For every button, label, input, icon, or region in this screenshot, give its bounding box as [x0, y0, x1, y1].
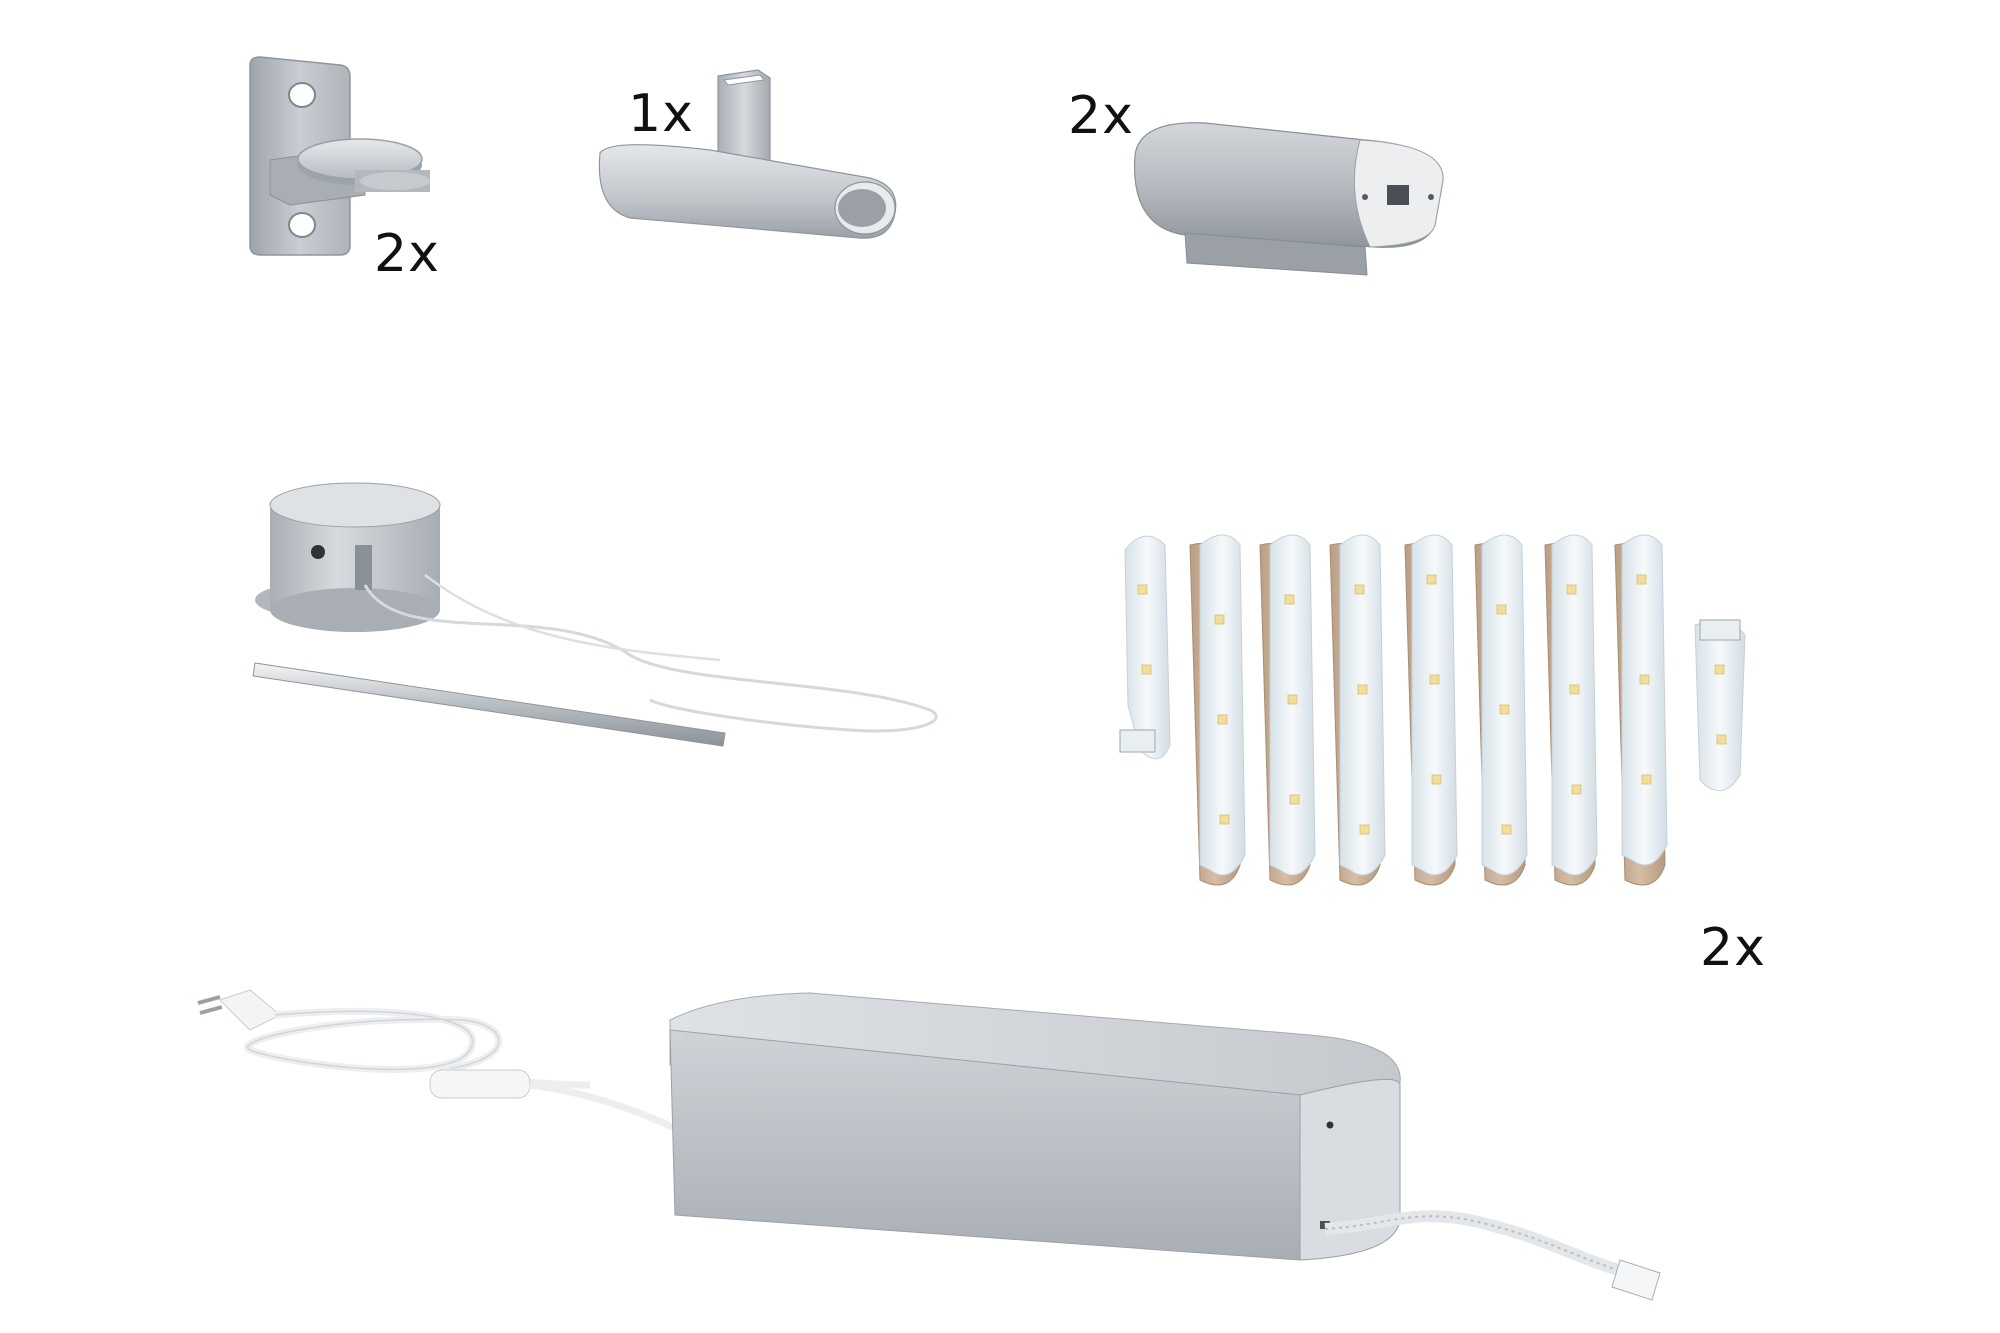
led-strip-coil-icon	[1119, 534, 1746, 886]
wall-bracket-quantity: 2x	[374, 224, 440, 284]
end-clip-icon	[1133, 122, 1444, 276]
end-clip-quantity: 2x	[1068, 86, 1134, 146]
ceiling-suspension-icon	[252, 482, 938, 747]
wall-bracket-icon	[249, 56, 430, 256]
led-strip-quantity: 2x	[1700, 918, 1766, 978]
t-connector-quantity: 1x	[628, 84, 694, 144]
power-supply-icon	[197, 989, 1661, 1301]
t-connector-icon	[598, 69, 897, 239]
